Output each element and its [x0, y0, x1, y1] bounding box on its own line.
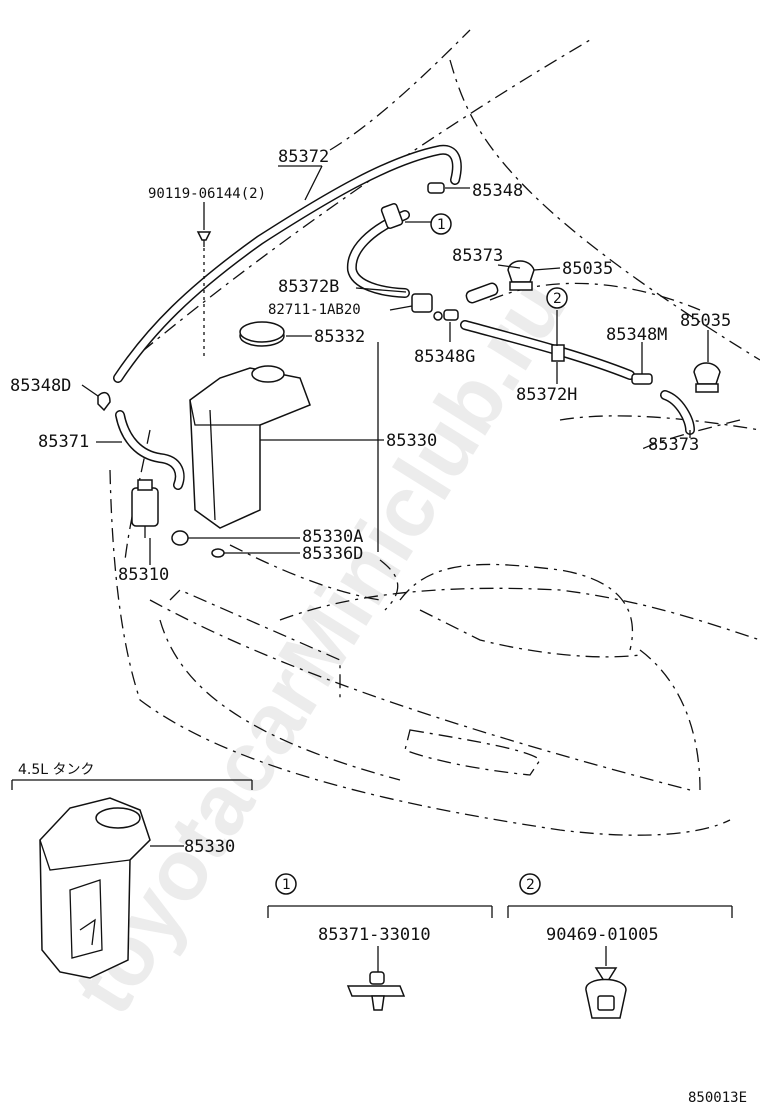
detail-left-part: 85371-33010: [318, 925, 431, 945]
hose-85373: [660, 390, 695, 435]
label-85330: 85330: [386, 431, 437, 451]
inset-title: 4.5L タンク: [18, 762, 95, 778]
hose-clamp-85372B: [380, 203, 404, 229]
callout-1: 1: [430, 213, 452, 235]
valve-82711: [411, 293, 443, 321]
label-85373-top: 85373: [452, 246, 503, 266]
label-85330-tank: 85330: [184, 837, 235, 857]
leader-lines: [81, 165, 709, 565]
joint-85373-top: [465, 282, 499, 304]
label-85371: 85371: [38, 432, 89, 452]
cap-85332: [239, 321, 285, 347]
label-85336D: 85336D: [302, 544, 363, 564]
nozzle-85035-b: [693, 362, 721, 393]
label-85348: 85348: [472, 181, 523, 201]
detail-right-num: 2: [526, 877, 535, 893]
tank-85330: [189, 365, 311, 529]
label-85372B: 85372B: [278, 277, 339, 297]
hose-85372H: [460, 320, 635, 380]
car-body-outline: [109, 29, 760, 836]
label-90119: 90119-06144(2): [148, 186, 266, 202]
label-85373-bottom: 85373: [648, 435, 699, 455]
label-82711: 82711-1AB20: [268, 302, 361, 318]
nozzle-85035-a: [507, 260, 535, 291]
figure-code: 850013E: [688, 1090, 747, 1106]
hose-clamp-85372H: [551, 344, 565, 362]
hose-85372: [113, 144, 462, 383]
label-85310: 85310: [118, 565, 169, 585]
label-85348D: 85348D: [10, 376, 71, 396]
label-85330A: 85330A: [302, 527, 363, 547]
detail-right-part: 90469-01005: [546, 925, 659, 945]
clip-90119: [196, 231, 212, 247]
pump-85310: [131, 479, 159, 538]
label-85332: 85332: [314, 327, 365, 347]
hose-85372B: [346, 210, 410, 298]
label-85372H: 85372H: [516, 385, 577, 405]
hose-85371: [115, 410, 185, 490]
inset-4-5l-tank: 4.5L タンク 85330: [11, 762, 253, 979]
svg-text:2: 2: [553, 291, 562, 307]
joint-85348D: [97, 391, 111, 412]
label-85348G: 85348G: [414, 347, 475, 367]
detail-callout-2: 2 90469-01005: [507, 873, 733, 1019]
detail-left-num: 1: [282, 877, 291, 893]
svg-text:1: 1: [437, 217, 446, 233]
joint-85348G: [443, 309, 459, 321]
label-85348M: 85348M: [606, 325, 667, 345]
callout-2: 2: [546, 287, 568, 309]
grommet-85330A: [171, 530, 189, 546]
label-85372: 85372: [278, 147, 329, 167]
label-85035-a: 85035: [562, 259, 613, 279]
label-85035-b: 85035: [680, 311, 731, 331]
joint-85348: [427, 182, 445, 194]
joint-85348M: [631, 373, 653, 385]
detail-callout-1: 1 85371-33010: [267, 873, 493, 1011]
grommet-85336D: [211, 548, 225, 558]
